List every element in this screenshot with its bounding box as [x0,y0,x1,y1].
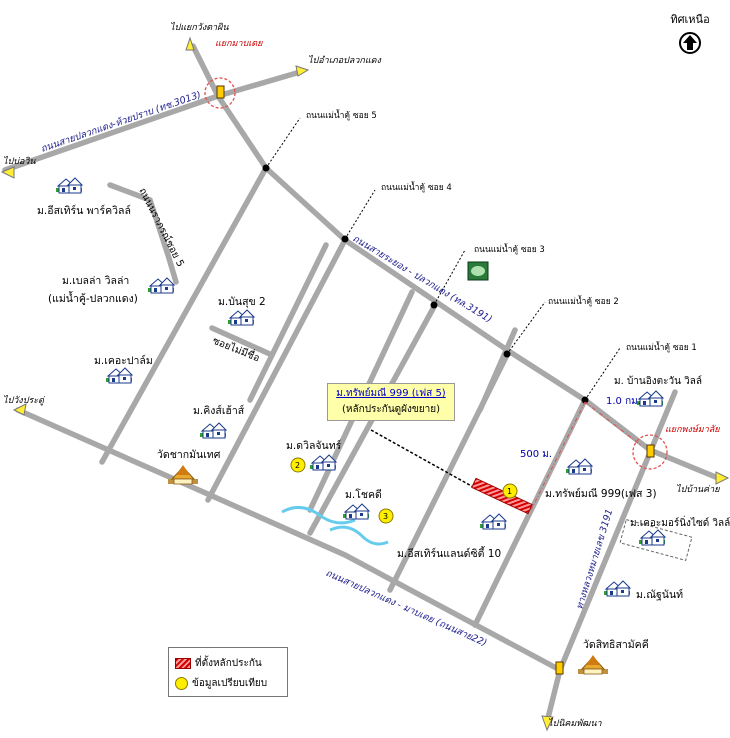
arrow-to-pluakdaeng-icon [295,65,310,77]
road-soi-small-a [247,242,329,403]
gas-station-icon [467,261,489,281]
place-khaopalm: ม.เคอะปาล์ม [94,354,153,367]
direction-pluakdaeng: ไปอำเภอปลวกแดง [308,54,381,66]
arrow-to-nikom-icon [541,715,554,732]
soi-2-label: ถนนแม่น้ำคู้ ซอย 2 [548,295,619,307]
road-main-bottom [15,407,563,673]
arrow-to-wangprachu-icon [12,403,27,416]
place-khuemonie: ม.เคอะมอร์นิ่งไซด์ วิลล์ [630,515,730,529]
place-east-park: ม.อีสเทิร์น พาร์ควิลล์ [37,204,131,217]
intersection-mabtay-label: แยกมาบเตย [215,39,263,49]
arrow-to-rangtamin-icon [185,36,195,51]
place-dawila: ม.ดวิลจันทร์ [286,439,342,452]
traffic-light-icon [216,85,655,675]
north-label: ทิศเหนือ [670,13,710,26]
legend-collateral-label: ที่ตั้งหลักประกัน [195,657,262,669]
place-kingshouse: ม.คิงส์เฮ้าส์ [193,404,245,417]
direction-rangtamin: ไปแยกวังตาผิน [170,21,229,33]
road-main-top [2,93,221,173]
soi-leader-lines [265,117,621,489]
road-highway-3191 [215,93,721,481]
callout-subtitle: (หลักประกันดูผังขยาย) [342,404,440,415]
stream [281,506,389,546]
legend-row-collateral: ที่ตั้งหลักประกัน [175,655,262,671]
direction-bankai: ไปบ้านค่าย [676,483,720,495]
arrow-to-bankai-icon [715,471,730,485]
distance-1km: 1.0 กม. [606,396,641,407]
road-to-pluakdaeng [215,69,303,99]
distance-lines [529,401,643,513]
road-label-soi-naraporn: ถนนนราภรณ์ซอย 5 [136,186,186,269]
marker-1-label: 1 [507,487,512,496]
arrow-to-borwin-icon [0,166,15,179]
temple-icons [167,464,609,675]
place-wat-chak: วัดชากมันเทศ [157,449,221,461]
legend-comparison-label: ข้อมูลเปรียบเทียบ [192,677,268,689]
place-bansuk: ม.บันสุข 2 [218,296,266,308]
place-chokdee: ม.โชคดี [345,488,382,501]
place-ban-ing: ม. บ้านอิงตะวัน วิลล์ [614,375,702,387]
intersection-mabtay-circle [204,77,236,109]
road-soi-5 [99,165,269,465]
khuemonie-area [619,518,693,562]
intersection-phongmalai-label: แยกพงษ์มาลัย [665,424,720,435]
north-arrow-icon [679,32,701,54]
comparison-markers [290,457,518,524]
place-bella-sub: (แม่น้ำคู้-ปลวกแดง) [48,291,138,305]
road-soi-4 [205,237,348,503]
collateral-site-marker [471,477,533,515]
distance-500m: 500 ม. [520,449,552,460]
direction-borwin: ไปบ่อวิน [3,155,36,167]
map-legend: ที่ตั้งหลักประกัน ข้อมูลเปรียบเทียบ [168,647,288,697]
marker-3 [378,508,394,524]
road-label-main-top: ถนนสายปลวกแดง-ห้วยปราบ (ทช.3013) [39,89,202,154]
road-soi-unnamed [209,325,275,358]
direction-arrows [0,36,730,732]
place-natthanan: ม.ณัฐนันท์ [636,588,683,601]
marker-2-label: 2 [295,461,300,470]
marker-3-label: 3 [383,512,388,521]
comparison-marker-swatch-icon [175,676,188,690]
road-label-main-bottom: ถนนสายปลวกแดง - มาบเตย (ถนนสาย22) [324,568,489,649]
soi-4-label: ถนนแม่น้ำคู้ ซอย 4 [381,181,452,193]
place-bella: ม.เบลล่า วิลล่า [62,275,129,287]
legend-row-comparison: ข้อมูลเปรียบเทียบ [175,675,267,691]
soi-3-label: ถนนแม่น้ำคู้ ซอย 3 [474,243,545,255]
subject-callout: ม.ทรัพย์มณี 999 (เฟส 5) (หลักประกันดูผัง… [327,383,455,421]
place-wat-sitthi: วัดสิทธิสามัคคี [583,638,649,651]
soi-5-label: ถนนแม่น้ำคู้ ซอย 5 [306,109,377,121]
road-to-rangtamin [190,43,221,99]
soi-1-label: ถนนแม่น้ำคู้ ซอย 1 [626,341,697,353]
road-soi-small-c [477,327,518,413]
marker-1 [502,483,518,499]
callout-title: ม.ทรัพย์มณี 999 (เฟส 5) [336,388,446,399]
road-soi-1 [472,397,588,628]
intersection-phongmalai-circle [632,434,668,470]
road-soi-naraporn [107,182,179,285]
place-eastern-land: ม.อีสเทิร์นแลนด์ซิตี้ 10 [397,546,501,560]
direction-wangprachu: ไปวังประดู่ [3,394,46,406]
place-subject-phase3: ม.ทรัพย์มณี 999(เฟส 3) [545,487,657,500]
marker-2 [290,457,306,473]
north-indicator: ทิศเหนือ [662,10,718,58]
direction-nikom: ไปนิคมพัฒนา [548,717,603,729]
collateral-swatch-icon [175,657,191,669]
